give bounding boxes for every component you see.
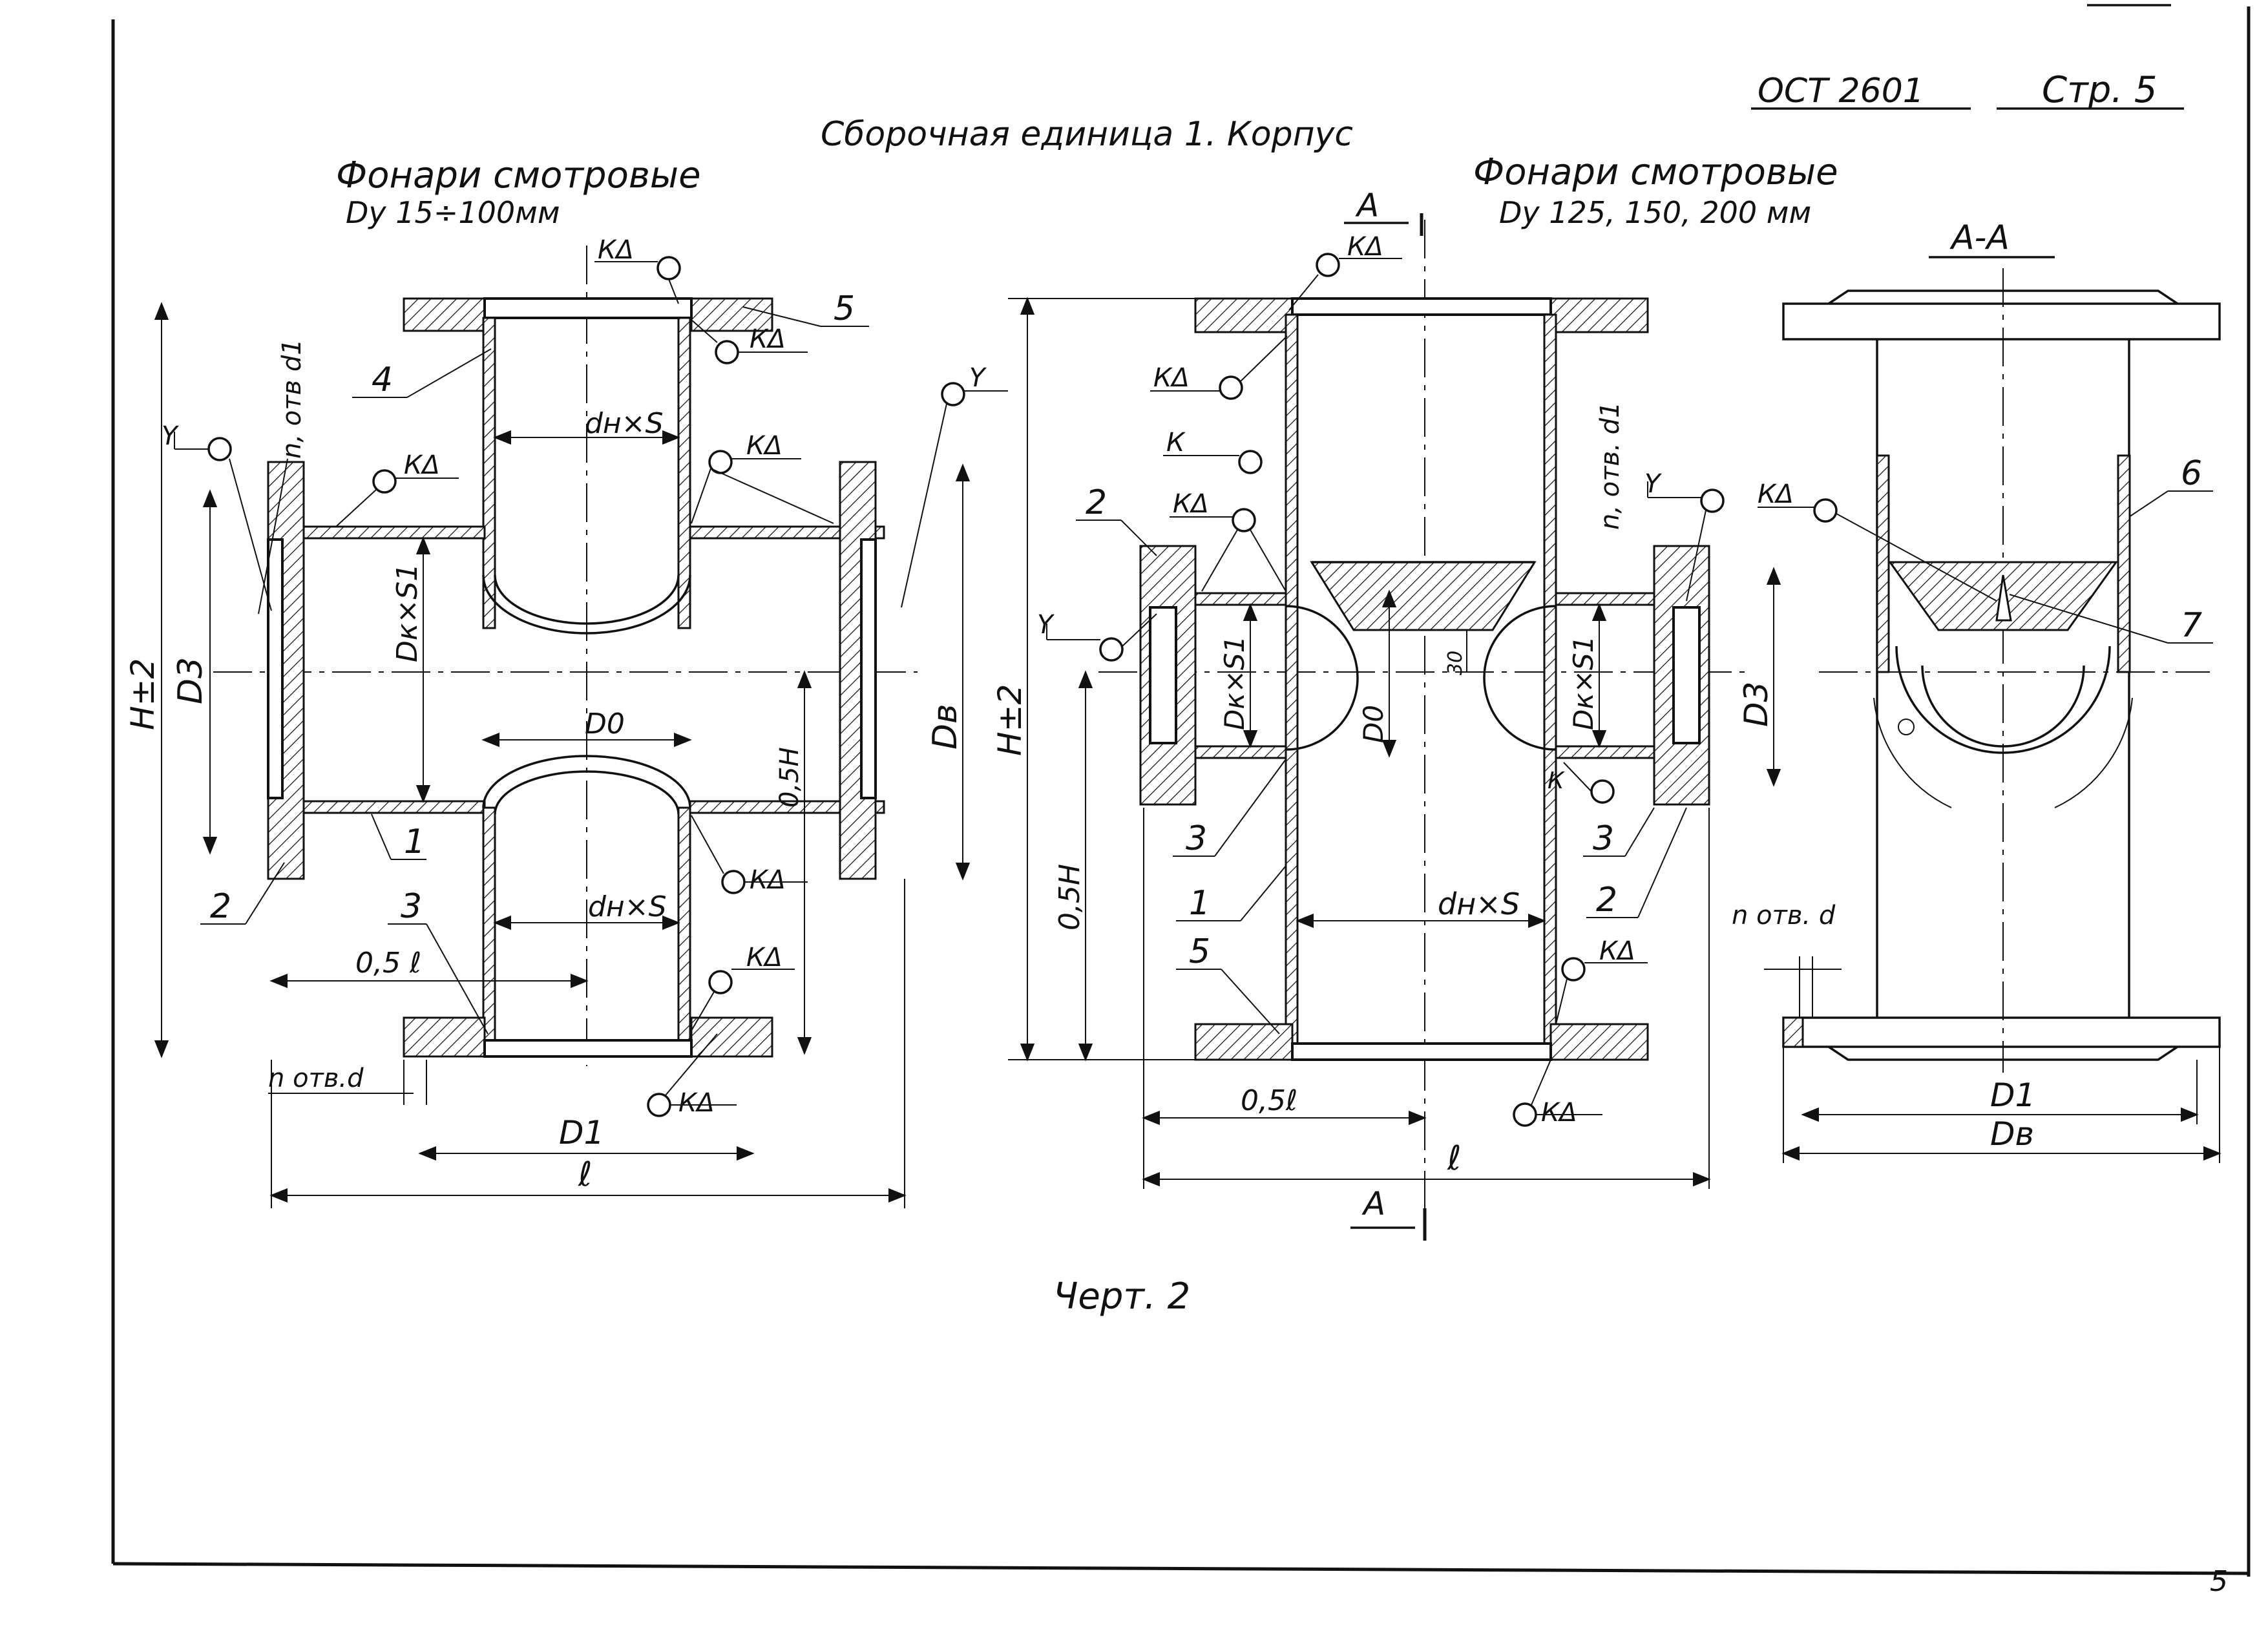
right-h-label: H±2 [991, 684, 1029, 756]
weld-mark-group: КΔ КΔ КΔ КΔ КΔ КΔ КΔ [162, 235, 1008, 1118]
position-3: 3 [401, 887, 422, 926]
right-view-title: Фонари смотровые [1473, 151, 1838, 193]
standard-number: ОСТ 2601 [1758, 72, 1924, 110]
d0-label: D0 [585, 708, 625, 740]
drawing-frame [111, 4, 2251, 1577]
left-view: Фонари смотровые Dу 15÷100мм dн×S [124, 154, 1008, 1208]
right-position-1: 1 [1189, 884, 1210, 923]
holes-d1-label: n, отв d1 [277, 339, 307, 459]
h-label: H±2 [124, 658, 162, 730]
page-number: 5 [2210, 1565, 2228, 1598]
figure-caption: Черт. 2 [1053, 1276, 1190, 1318]
right-position-3-right: 3 [1593, 819, 1614, 858]
position-5: 5 [834, 289, 855, 328]
pipe-dn-top-label: dн×S [585, 407, 664, 440]
weld-mark-1: КΔ [598, 235, 634, 265]
right-d3-label: D3 [1738, 682, 1775, 727]
dk-label: Dк×S1 [391, 563, 424, 662]
half-h-label: 0,5H [775, 747, 804, 808]
section-dv-label: Dв [1990, 1115, 2034, 1153]
right-weld-k-1: К [1166, 428, 1186, 457]
d1-label: D1 [559, 1114, 604, 1151]
weld-mark-2: КΔ [750, 324, 786, 354]
left-view-size-range: Dу 15÷100мм [346, 195, 560, 230]
right-position-3-left: 3 [1186, 819, 1207, 858]
right-weld-mark-4: КΔ [1599, 936, 1635, 966]
half-l-label: 0,5 ℓ [355, 947, 421, 980]
dk-right-label: Dк×S1 [1568, 636, 1599, 730]
holes-d-label: n отв.d [268, 1064, 364, 1093]
right-dn-label: dн×S [1438, 887, 1520, 921]
title-block-header: ОСТ 2601 Стр. 5 Сборочная единица 1. Кор… [821, 69, 2184, 154]
weld-y-2: Y [969, 363, 987, 393]
right-weld-y-2: Y [1644, 469, 1663, 499]
section-position-7: 7 [2181, 606, 2202, 645]
right-position-2-left: 2 [1086, 483, 1107, 522]
weld-mark-7: КΔ [678, 1088, 715, 1118]
section-view-title: А-А [1949, 218, 2010, 257]
bottom-flange-left [403, 1016, 486, 1058]
section-weld-mark: КΔ [1758, 479, 1794, 509]
page-reference: Стр. 5 [2042, 69, 2158, 111]
section-view: А-А n отв. d D1 Dв [1732, 218, 2221, 1163]
right-position-2-right: 2 [1596, 881, 1617, 919]
assembly-title: Сборочная единица 1. Корпус [821, 115, 1353, 154]
right-weld-mark-2: КΔ [1153, 363, 1190, 393]
right-view-size-range: Dу 125, 150, 200 мм [1499, 195, 1811, 230]
section-position-6: 6 [2181, 454, 2202, 493]
position-1: 1 [404, 823, 425, 861]
weld-y-1: Y [162, 421, 180, 451]
d3-label: D3 [171, 657, 210, 704]
dk-left-label: Dк×S1 [1219, 636, 1250, 730]
right-weld-y-1: Y [1037, 610, 1055, 640]
section-mark-bottom: А [1361, 1185, 1385, 1223]
right-weld-k-2: К [1548, 768, 1565, 794]
right-view: Фонари смотровые Dу 125, 150, 200 мм А А [991, 151, 1838, 1241]
right-half-h-label: 0,5H [1053, 864, 1086, 930]
section-holes-d-label: n отв. d [1732, 901, 1836, 930]
left-view-title: Фонари смотровые [336, 154, 701, 196]
weld-mark-5: КΔ [750, 865, 786, 895]
top-flange-left [403, 297, 486, 332]
right-half-l-label: 0,5ℓ [1241, 1084, 1297, 1117]
position-2: 2 [210, 887, 231, 926]
pipe-dn-bottom-label: dн×S [588, 890, 667, 923]
dim-30-label: 30 [1444, 651, 1467, 675]
section-mark-top: А [1355, 187, 1379, 224]
dv-label: Dв [926, 704, 965, 750]
right-holes-d1-label: n, отв. d1 [1595, 402, 1625, 530]
right-weld-mark-group: КΔ КΔ К КΔ Y Y К [1037, 232, 1725, 1128]
right-d0-label: D0 [1358, 705, 1389, 743]
right-l-label: ℓ [1447, 1139, 1461, 1178]
section-d1-label: D1 [1990, 1077, 2035, 1114]
bottom-flange-right [690, 1016, 773, 1058]
l-label: ℓ [578, 1155, 592, 1194]
right-weld-mark-3: КΔ [1173, 489, 1209, 519]
right-position-5: 5 [1189, 932, 1210, 971]
weld-mark-4: КΔ [404, 450, 440, 480]
right-weld-mark-5: КΔ [1541, 1098, 1577, 1128]
position-4: 4 [372, 361, 393, 399]
weld-mark-6: КΔ [746, 943, 782, 972]
weld-mark-3: КΔ [746, 431, 782, 461]
right-weld-mark-1: КΔ [1347, 232, 1383, 262]
